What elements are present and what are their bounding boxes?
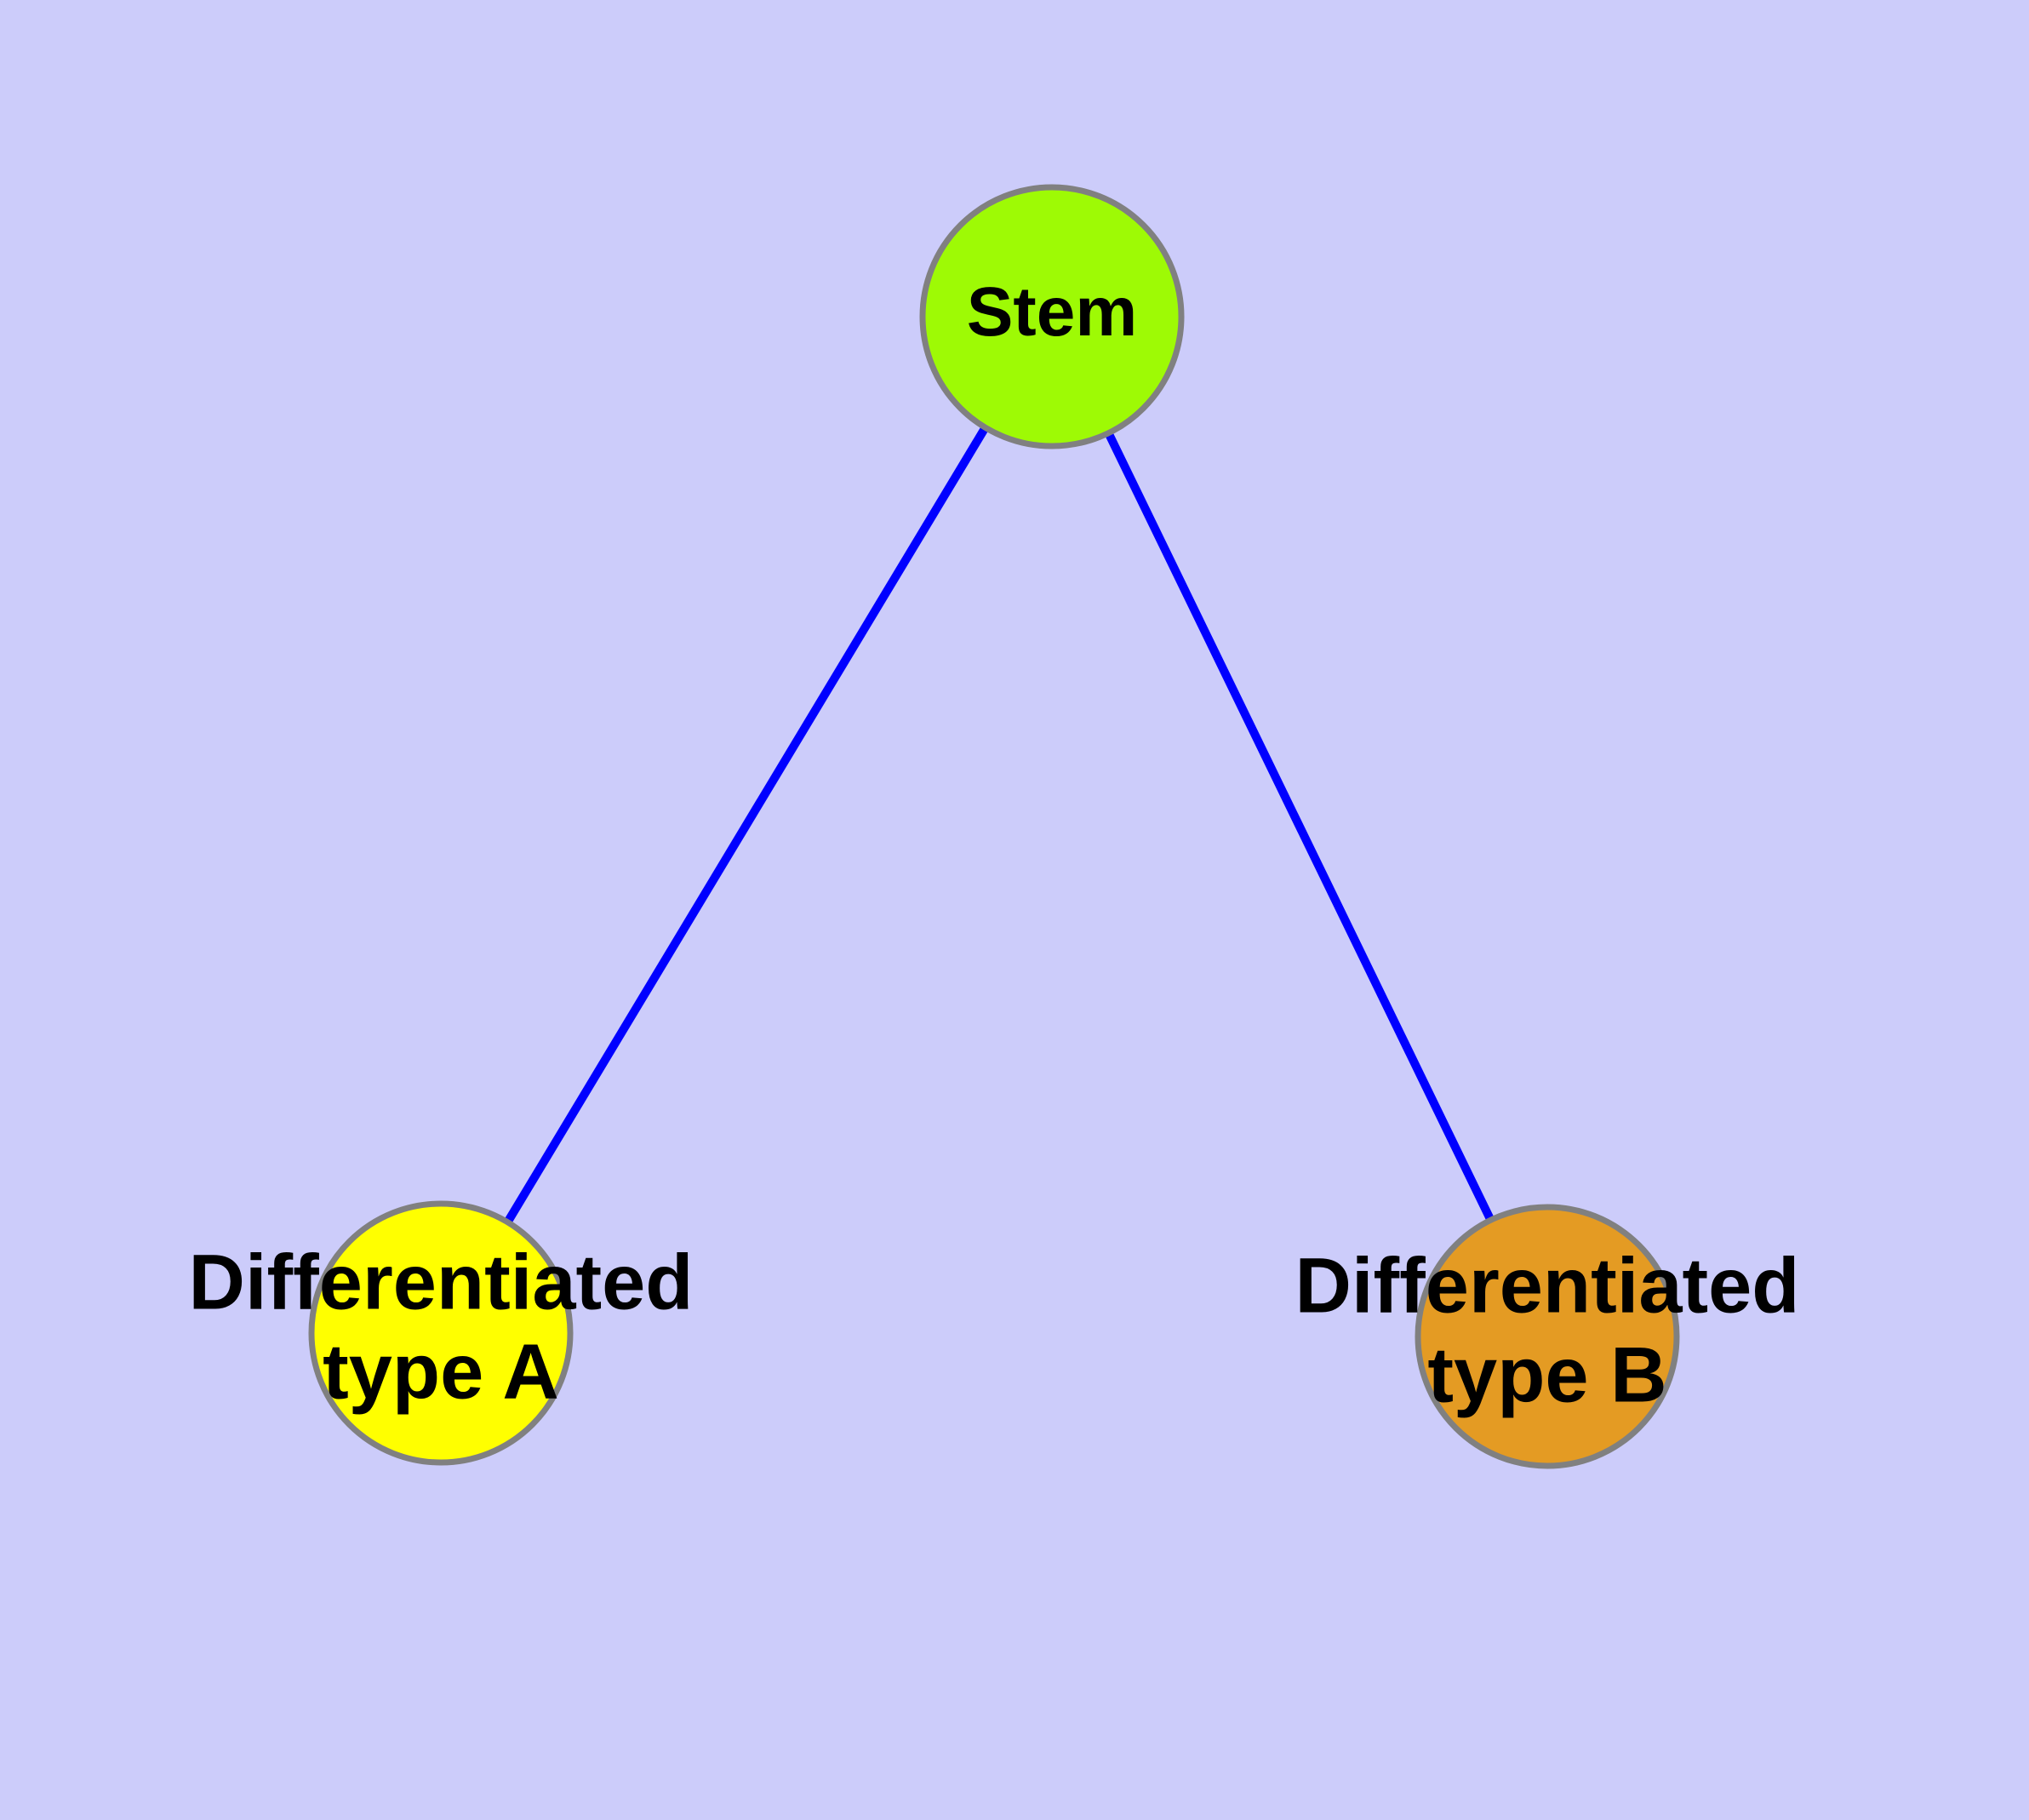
node-differentiated-type-b-circle[interactable]: [1415, 1204, 1680, 1469]
label-line: Differentiated: [189, 1239, 694, 1326]
label-line: Stem: [967, 273, 1138, 351]
edge-stem-to-differentiated-b[interactable]: [1104, 431, 1495, 1222]
node-differentiated-type-a-circle[interactable]: [308, 1200, 574, 1466]
node-stem-label: Stem: [967, 273, 1138, 351]
node-differentiated-type-a[interactable]: [308, 1200, 574, 1466]
edge-layer: [504, 425, 1495, 1225]
label-line: type A: [323, 1329, 559, 1416]
node-stem[interactable]: [919, 184, 1185, 449]
node-layer: [308, 184, 1680, 1469]
node-differentiated-type-b[interactable]: [1415, 1204, 1680, 1469]
node-stem-circle[interactable]: [919, 184, 1185, 449]
edge-stem-to-differentiated-a[interactable]: [504, 425, 989, 1225]
label-line: type B: [1427, 1332, 1666, 1419]
label-line: Differentiated: [1295, 1243, 1800, 1330]
